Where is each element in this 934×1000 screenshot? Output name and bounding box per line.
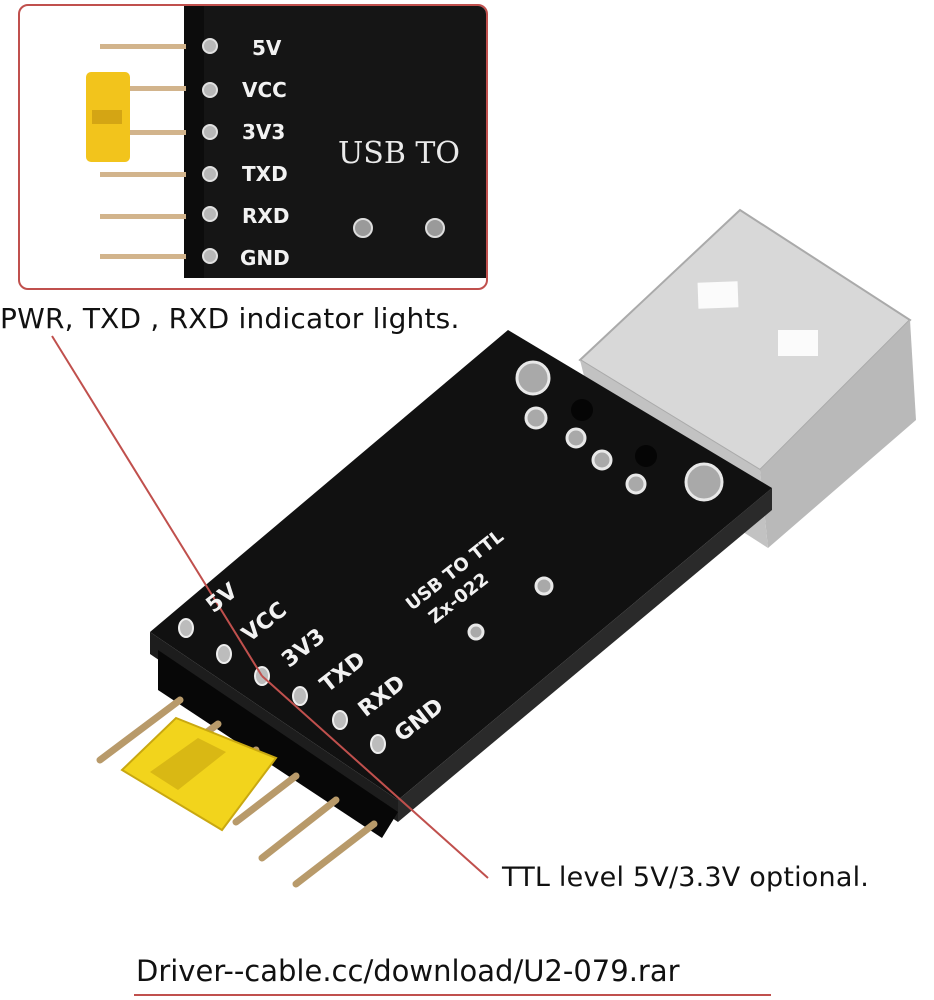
yellow-jumper-cap bbox=[120, 716, 278, 832]
inset-solder-pads bbox=[202, 38, 218, 264]
driver-link-underline bbox=[134, 994, 771, 996]
inset-pin-label-5v: 5V bbox=[252, 36, 282, 60]
board-pins bbox=[178, 618, 386, 754]
inset-pin-label-gnd: GND bbox=[240, 246, 290, 270]
callout-indicator-lights: PWR, TXD , RXD indicator lights. bbox=[0, 302, 460, 335]
callout-line-ttl-level bbox=[261, 675, 489, 879]
inset-closeup-drawing bbox=[86, 6, 486, 278]
callout-ttl-level: TTL level 5V/3.3V optional. bbox=[502, 862, 870, 893]
inset-closeup-panel: 5V VCC 3V3 TXD RXD GND USB TO bbox=[18, 4, 488, 290]
inset-vias bbox=[353, 218, 445, 238]
usb-contact-window-2 bbox=[778, 330, 818, 356]
usb-contact-window-1 bbox=[697, 281, 739, 309]
driver-download-link[interactable]: Driver--cable.cc/download/U2-079.rar bbox=[136, 954, 680, 988]
pin-header-block bbox=[158, 650, 398, 838]
inset-silkscreen-text: USB TO bbox=[338, 136, 461, 171]
inset-pin-label-rxd: RXD bbox=[242, 204, 290, 228]
inset-jumper-cap bbox=[86, 72, 130, 162]
callout-line-indicator-lights bbox=[51, 335, 263, 677]
inset-header-strip bbox=[184, 6, 204, 278]
inset-pins bbox=[100, 44, 186, 259]
inset-pin-label-3v3: 3V3 bbox=[242, 120, 286, 144]
inset-pin-label-txd: TXD bbox=[242, 162, 288, 186]
inset-pin-label-vcc: VCC bbox=[242, 78, 287, 102]
board-holes bbox=[571, 399, 657, 467]
board-vias bbox=[467, 360, 724, 641]
